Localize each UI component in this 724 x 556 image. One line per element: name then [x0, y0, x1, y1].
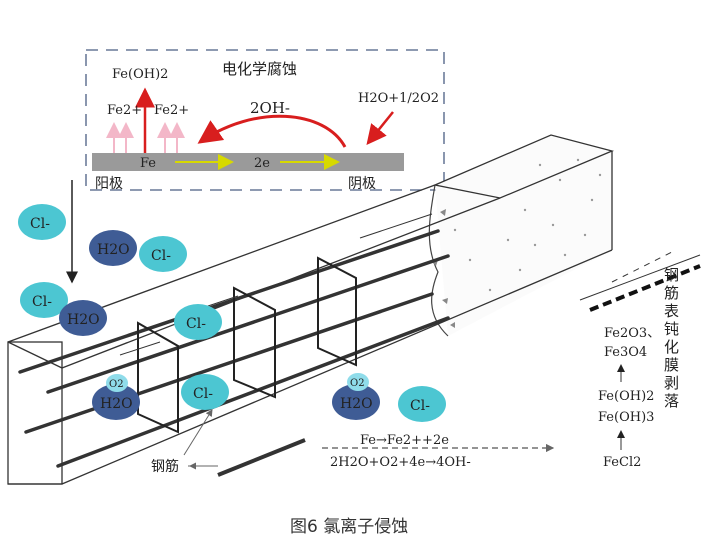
inset-dashed-border — [85, 49, 445, 191]
inset-title: 电化学腐蚀 — [222, 60, 297, 78]
hydroxide-migration-arrow — [197, 114, 347, 148]
water-molecule-4: H2O — [332, 384, 380, 420]
anode-label: 阳极 — [95, 176, 123, 192]
svg-text:H2O: H2O — [67, 312, 100, 328]
water-molecule-3: H2O — [92, 384, 140, 420]
oxygen-arrow — [366, 111, 394, 145]
rebar-segment — [217, 438, 306, 477]
fecl2-label: FeCl2 — [603, 455, 641, 470]
anodic-reaction: Fe→Fe2++2e — [360, 433, 449, 448]
cathodic-reaction: 2H2O+O2+4e→4OH- — [330, 455, 471, 470]
svg-text:H2O: H2O — [100, 396, 133, 412]
cathode-label: 阴极 — [348, 176, 376, 192]
rebar-top-front — [46, 254, 450, 394]
passivation-label: 钢筋表钝化膜剥落 — [664, 266, 679, 410]
stirrup-2 — [233, 286, 276, 399]
svg-text:O2: O2 — [109, 379, 124, 390]
block-bottom-front-edge — [61, 249, 613, 485]
fe3o4-label: Fe3O4 — [604, 345, 647, 360]
water-molecule-2: H2O — [59, 300, 107, 336]
concrete-block — [7, 134, 615, 485]
reinforcement-cage — [18, 229, 450, 477]
iron-label: Fe — [140, 156, 156, 171]
chloride-ion-2: Cl- — [139, 236, 187, 272]
guide-line-1 — [359, 213, 433, 239]
water-molecule-1: H2O — [89, 230, 137, 266]
oxygen-reaction-label: H2O+1/2O2 — [358, 91, 439, 106]
rebar-label: 钢筋 — [151, 458, 179, 475]
ferrous-ion-label-left: Fe2+ — [107, 103, 142, 118]
ferrous-ion-label-right: Fe2+ — [154, 103, 189, 118]
fe2o3-label: Fe2O3、 — [604, 326, 660, 341]
guide-line-3 — [119, 341, 161, 356]
aggregate-speckles — [453, 158, 602, 292]
rebar-top-back — [18, 229, 440, 374]
fe-oh-2-label: Fe(OH)2 — [598, 389, 654, 404]
chloride-ion-4: Cl- — [174, 304, 222, 340]
steel-bar — [92, 153, 404, 171]
svg-text:Cl-: Cl- — [410, 398, 430, 414]
svg-text:Cl-: Cl- — [151, 248, 171, 264]
block-end-face — [7, 341, 63, 485]
hydroxide-label: 2OH- — [250, 99, 290, 117]
chloride-ion-5: Cl- — [181, 374, 229, 410]
broken-face-edge — [428, 184, 449, 337]
fe-oh-3-label: Fe(OH)3 — [598, 410, 654, 425]
electron-label: 2e — [254, 156, 270, 171]
chloride-ion-6: Cl- — [398, 386, 446, 422]
svg-text:Cl-: Cl- — [193, 386, 213, 402]
block-top-left-edge — [7, 341, 63, 369]
broken-concrete-fill — [435, 135, 612, 336]
svg-text:H2O: H2O — [97, 242, 130, 258]
ions-and-molecules: Cl- H2O Cl- Cl- H2O Cl- H2O O2 Cl- H2O O… — [18, 204, 446, 422]
electrochemical-inset: 电化学腐蚀 Fe 2e Fe(OH)2 Fe2+ Fe2+ 2OH- H2O+1… — [85, 49, 445, 192]
rebar-bottom-back — [24, 292, 434, 434]
rebar-pointer-up — [183, 409, 213, 456]
stirrup-3 — [317, 256, 357, 367]
svg-text:Cl-: Cl- — [32, 294, 52, 310]
stirrup-1 — [137, 321, 179, 434]
svg-text:Cl-: Cl- — [186, 316, 206, 332]
svg-text:H2O: H2O — [340, 396, 373, 412]
ferrous-hydroxide-label: Fe(OH)2 — [112, 67, 168, 82]
figure-caption: 图6 氯离子侵蚀 — [290, 517, 408, 537]
film-guide-top — [579, 254, 701, 301]
chloride-ion-3: Cl- — [20, 282, 68, 318]
guide-line-4 — [611, 251, 673, 283]
passivation-panel: 钢筋表钝化膜剥落 Fe2O3、 Fe3O4 Fe(OH)2 Fe(OH)3 Fe… — [579, 254, 701, 470]
oxygen-molecule-2: O2 — [347, 373, 369, 391]
rebar-bottom-front — [56, 316, 450, 468]
svg-text:Cl-: Cl- — [30, 216, 50, 232]
chloride-ion-1: Cl- — [18, 204, 66, 240]
peeling-film — [589, 264, 701, 312]
oxygen-molecule-1: O2 — [106, 374, 128, 392]
svg-text:O2: O2 — [350, 378, 365, 389]
